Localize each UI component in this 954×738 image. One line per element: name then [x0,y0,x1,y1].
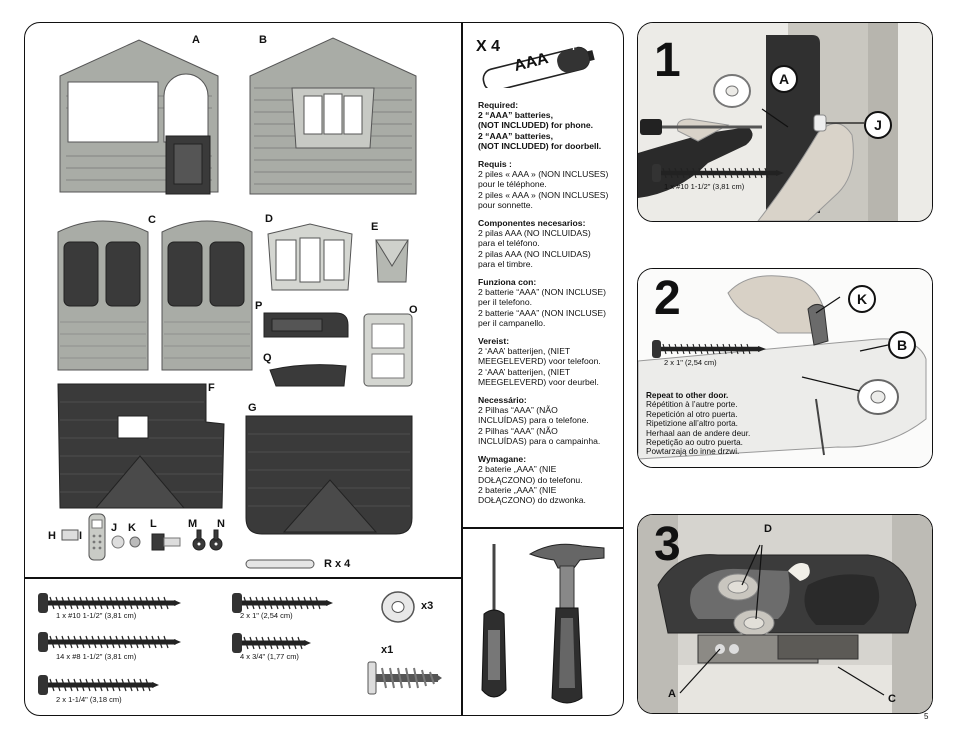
step-3-label-c: C [888,693,896,705]
hammer-icon [528,543,605,704]
battery-requirements: Required: 2 “AAA” batteries, (NOT INCLUD… [478,100,618,505]
part-p-label: P [255,300,263,312]
part-o-counter [363,313,413,387]
part-b-label: B [259,34,267,46]
part-i-phone [88,513,106,561]
step-3-panel: 3 D A C [637,514,933,714]
part-e-label: E [371,221,379,233]
part-c-doors [57,220,253,371]
washer-icon [381,591,415,623]
anchor-count: x1 [381,644,394,656]
battery-icon [482,46,595,88]
screw-8-icon [38,632,181,652]
part-o-label: O [409,304,418,316]
screw-1in-icon [232,593,333,613]
step-2-callout-b: B [888,331,916,359]
battery-plus: + [570,40,578,54]
step-2-repeat-note: Repeat to other door. Répétition à l’aut… [646,391,751,457]
part-h-label: H [48,530,56,542]
part-q-label: Q [263,352,272,364]
step-2-photo [638,269,932,467]
part-h-hinge [61,529,79,541]
anchor-icon [367,661,442,695]
part-d-label: D [265,213,273,225]
step-2-screw-caption: 2 x 1" (2,54 cm) [664,358,717,367]
part-n-latch [209,529,223,551]
part-d-window-frame [267,223,353,291]
part-f-label: F [208,382,215,394]
step-3-label-d: D [764,523,772,535]
step-2-panel: 2 K B 2 x 1" (2,54 cm) Repeat to other d… [637,268,933,468]
tools-divider [462,527,623,529]
part-c-label: C [148,214,156,226]
part-m-latch [192,529,206,551]
step-2-number: 2 [654,272,681,325]
screw-34-icon [232,633,311,653]
step-1-panel: 1 A J 1 x #10 1-1/2" (3,81 cm) [637,22,933,222]
step-1-callout-a: A [770,65,798,93]
part-b-side-wall [249,37,417,195]
req-fr: Requis : 2 piles « AAA » (NON INCLUSES) … [478,159,609,210]
screw-10-icon [38,593,181,613]
part-g-label: G [248,402,257,414]
part-p-shelf [263,312,349,338]
step-1-callout-j: J [864,111,892,139]
part-k-label: K [128,522,136,534]
req-en: Required: 2 “AAA” batteries, (NOT INCLUD… [478,100,602,151]
req-it: Funziona con: 2 batterie “AAA” (NON INCL… [478,277,606,328]
req-pl: Wymagane: 2 baterie „AAA” (NIE DOŁĄCZONO… [478,454,586,505]
page-number: 5 [924,712,929,721]
req-es: Componentes necesarios: 2 pilas AAA (NO … [478,218,591,269]
step-3-number: 3 [654,518,681,571]
screwdriver-icon [481,544,507,698]
battery-count: X 4 [476,38,501,55]
part-m-label: M [188,518,198,530]
part-n-label: N [217,518,225,530]
part-r-rod [245,559,315,569]
req-nl: Vereist: 2 ‘AAA’ batterijen, (NIET MEEGE… [478,336,601,387]
step-2-screw-icon [652,340,766,358]
req-pt: Necessário: 2 Pilhas “AAA” (NÃO INCLUÍDA… [478,395,601,446]
hardware-divider [25,577,462,579]
part-a-label: A [192,34,200,46]
washer-count: x3 [421,600,434,612]
part-j-knob [111,535,125,549]
screw-8-caption: 14 x #8 1-1/2" (3,81 cm) [56,652,137,661]
screw-114-caption: 2 x 1-1/4" (3,18 cm) [56,695,122,704]
vertical-divider [461,23,463,715]
part-r-label: R x 4 [324,558,351,570]
part-e-roof-cap [375,239,409,283]
part-j-label: J [111,522,118,534]
part-a-front-wall [59,39,219,195]
screw-34-caption: 4 x 3/4" (1,77 cm) [240,652,299,661]
step-1-number: 1 [654,34,681,87]
part-l-doorbell [151,533,181,551]
step-3-label-a: A [668,688,676,700]
step-1-screw-icon [652,164,784,182]
screw-10-caption: 1 x #10 1-1/2" (3,81 cm) [56,611,137,620]
part-f-roof [57,383,225,509]
step-3-photo [638,515,932,713]
screw-114-icon [38,675,159,695]
part-k-knob [129,536,141,548]
part-q-shelf [269,364,347,387]
part-l-label: L [150,518,157,530]
step-1-screw-caption: 1 x #10 1-1/2" (3,81 cm) [664,182,745,191]
step-2-callout-k: K [848,285,876,313]
part-i-label: I [79,530,83,542]
screw-1in-caption: 2 x 1" (2,54 cm) [240,611,293,620]
part-g-roof [245,415,413,535]
